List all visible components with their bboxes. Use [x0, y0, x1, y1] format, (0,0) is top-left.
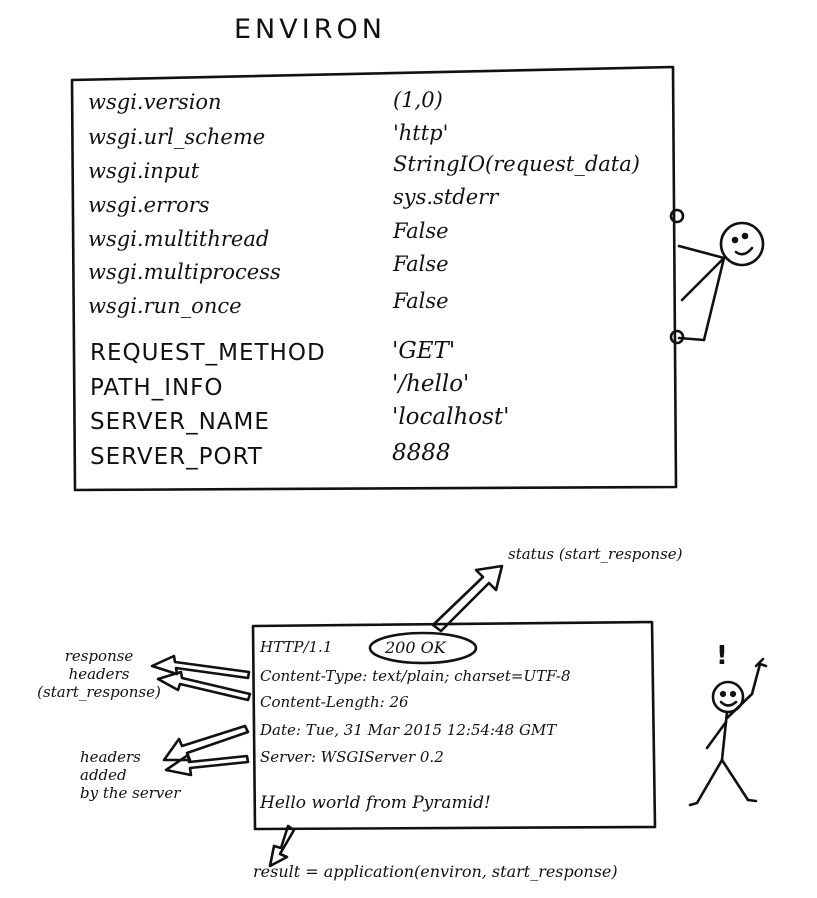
response-status-prefix: HTTP/1.1 — [260, 638, 333, 656]
environ-key: wsgi.multiprocess — [88, 260, 281, 284]
status-arrow — [431, 564, 504, 633]
response-header: Content-Type: text/plain; charset=UTF-8 — [260, 667, 571, 685]
environ-value: 'GET' — [392, 338, 456, 364]
environ-key: wsgi.version — [88, 90, 222, 114]
environ-key: REQUEST_METHOD — [90, 340, 326, 366]
status-annotation: status (start_response) — [508, 545, 683, 563]
response-header: Date: Tue, 31 Mar 2015 12:54:48 GMT — [260, 721, 557, 739]
environ-value: False — [393, 252, 449, 276]
environ-key: wsgi.url_scheme — [88, 125, 266, 149]
response-headers-arrow-2 — [156, 670, 252, 702]
response-headers-line: (start_response) — [37, 683, 161, 701]
environ-value: 8888 — [392, 440, 451, 466]
result-annotation: result = application(environ, start_resp… — [253, 862, 618, 881]
server-headers-line: added — [80, 766, 127, 784]
environ-value: '/hello' — [392, 371, 470, 397]
response-headers-line: headers — [68, 665, 130, 683]
environ-key: wsgi.input — [88, 159, 200, 183]
environ-value: StringIO(request_data) — [393, 152, 640, 176]
server-headers-annotation: headers added by the server — [80, 748, 180, 802]
peeking-figure — [669, 208, 765, 345]
response-box — [251, 620, 657, 831]
response-headers-annotation: response headers (start_response) — [14, 647, 184, 701]
environ-title: ENVIRON — [234, 14, 386, 45]
response-headers-line: response — [64, 647, 134, 665]
result-arrow — [268, 824, 296, 868]
environ-value: (1,0) — [393, 88, 443, 112]
environ-key: wsgi.errors — [88, 193, 210, 217]
response-status: 200 OK — [385, 638, 446, 657]
environ-box — [70, 65, 678, 492]
response-headers-arrow-1 — [150, 654, 251, 680]
environ-key: wsgi.run_once — [88, 294, 242, 318]
environ-key: SERVER_PORT — [90, 444, 263, 470]
response-body: Hello world from Pyramid! — [260, 793, 491, 813]
waving-figure — [688, 657, 768, 807]
response-header: Content-Length: 26 — [260, 693, 409, 711]
server-headers-arrow-2 — [164, 753, 250, 777]
exclamation-mark: ! — [716, 641, 728, 671]
environ-value: 'http' — [393, 121, 449, 145]
environ-value: False — [393, 219, 449, 243]
environ-value: sys.stderr — [393, 185, 499, 209]
environ-value: 'localhost' — [392, 404, 510, 430]
response-header: Server: WSGIServer 0.2 — [260, 748, 444, 766]
server-headers-line: by the server — [80, 784, 181, 802]
server-headers-line: headers — [80, 748, 141, 766]
environ-key: PATH_INFO — [90, 375, 224, 401]
environ-key: wsgi.multithread — [88, 227, 270, 251]
environ-value: False — [393, 289, 449, 313]
status-ellipse — [368, 631, 478, 665]
environ-key: SERVER_NAME — [90, 409, 270, 435]
